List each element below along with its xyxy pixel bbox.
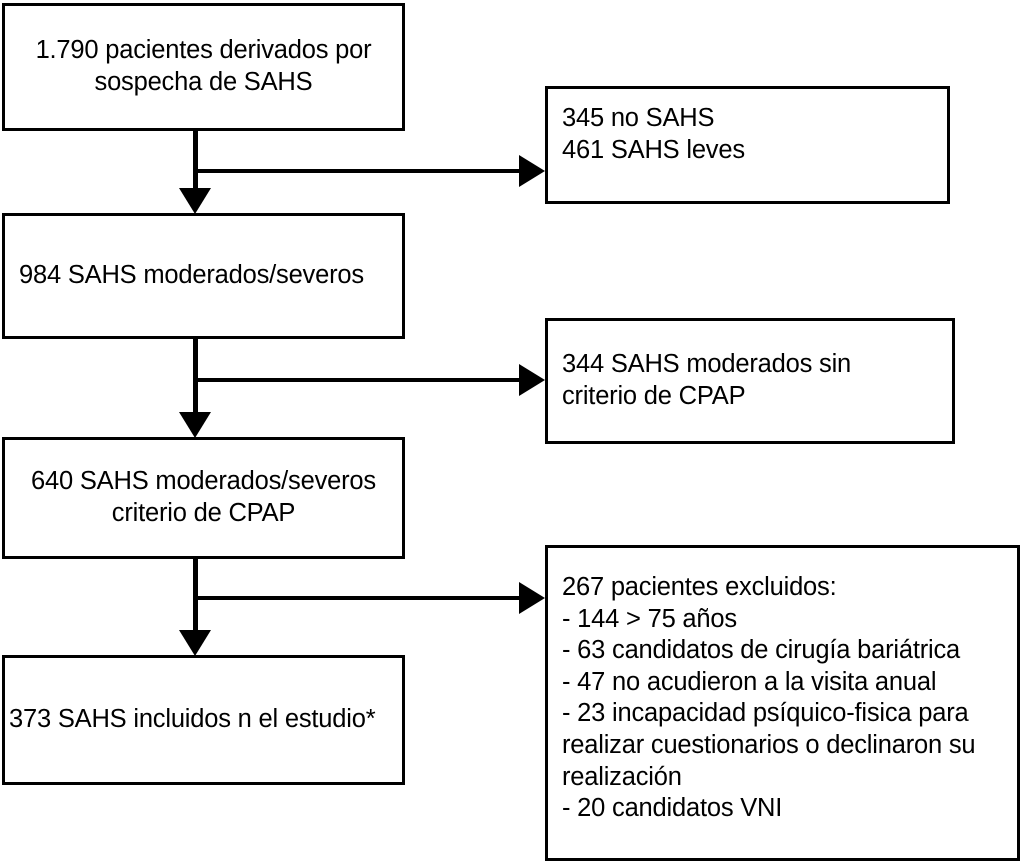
box-cpap-criteria: 640 SAHS moderados/severos criterio de C… <box>2 437 405 559</box>
box-excluded-patients-text: 267 pacientes excluidos: - 144 > 75 años… <box>562 573 976 823</box>
edge-enrolled-right-arrowhead <box>519 155 545 187</box>
edge-moderate-down-arrowhead <box>179 412 211 438</box>
box-excluded-mild-text: 345 no SAHS 461 SAHS leves <box>562 104 745 164</box>
edge-moderate-right-arrowhead <box>519 364 545 396</box>
edge-enrolled-down-arrowhead <box>179 188 211 214</box>
edge-cpap-right-arrowhead <box>519 582 545 614</box>
box-enrolled: 1.790 pacientes derivados por sospecha d… <box>2 3 405 131</box>
box-enrolled-text: 1.790 pacientes derivados por sospecha d… <box>35 36 372 96</box>
box-included-text: 373 SAHS incluidos n el estudio* <box>9 705 376 734</box>
box-moderate-severe: 984 SAHS moderados/severos <box>2 213 405 339</box>
box-moderate-severe-text: 984 SAHS moderados/severos <box>19 261 364 290</box>
box-excluded-patients: 267 pacientes excluidos: - 144 > 75 años… <box>545 545 1020 861</box>
box-excluded-no-cpap-text: 344 SAHS moderados sin criterio de CPAP <box>562 350 852 410</box>
edge-cpap-right-line <box>193 596 523 600</box>
edge-enrolled-right-line <box>193 169 523 173</box>
box-excluded-no-cpap: 344 SAHS moderados sin criterio de CPAP <box>545 318 955 444</box>
edge-enrolled-down-line <box>193 131 198 196</box>
box-cpap-criteria-text: 640 SAHS moderados/severos criterio de C… <box>31 467 376 527</box>
edge-moderate-right-line <box>193 378 523 382</box>
box-excluded-mild: 345 no SAHS 461 SAHS leves <box>545 86 950 204</box>
edge-cpap-down-arrowhead <box>179 630 211 656</box>
box-included: 373 SAHS incluidos n el estudio* <box>2 655 405 785</box>
edge-cpap-down-line <box>193 559 198 641</box>
